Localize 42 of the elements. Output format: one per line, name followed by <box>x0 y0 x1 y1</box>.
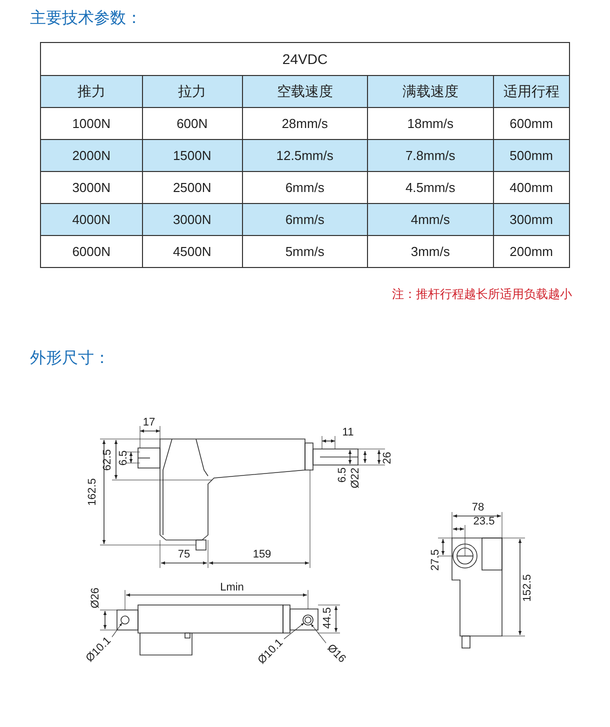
table-cell: 6mm/s <box>242 204 368 236</box>
dimension-label: 27.5 <box>430 549 442 571</box>
table-cell: 4000N <box>40 204 142 236</box>
table-header-cell: 拉力 <box>142 76 242 108</box>
dimension-label: 26 <box>382 452 394 464</box>
table-header-cell: 24VDC <box>40 42 570 76</box>
table-cell: 7.8mm/s <box>368 140 494 172</box>
table-header-cell: 满载速度 <box>368 76 494 108</box>
table-cell: 2000N <box>40 140 142 172</box>
table-cell: 3000N <box>142 204 242 236</box>
dimension-label: 17 <box>142 418 156 428</box>
table-cell: 4500N <box>142 236 242 268</box>
table-cell: 3mm/s <box>368 236 494 268</box>
table-header-cell: 空载速度 <box>242 76 368 108</box>
table-cell: 12.5mm/s <box>242 140 368 172</box>
table-header-cell: 适用行程 <box>493 76 570 108</box>
table-cell: 6000N <box>40 236 142 268</box>
table-cell: 4mm/s <box>368 204 494 236</box>
dimension-label: 44.5 <box>322 607 334 629</box>
dimension-label: Ø26 <box>90 588 102 608</box>
dimension-label: 152.5 <box>522 574 534 602</box>
dimension-label: 62.5 <box>102 449 114 471</box>
section-heading: 外形尺寸： <box>30 348 110 369</box>
dimension-label: 6.5 <box>118 450 130 466</box>
dimension-label: 162.5 <box>88 478 98 506</box>
dimension-label: 11 <box>342 428 354 438</box>
table-cell: 500mm <box>493 140 570 172</box>
dimension-label: Ø22 <box>350 468 362 488</box>
dimension-label: 6.5 <box>338 467 348 483</box>
table-cell: 1500N <box>142 140 242 172</box>
dimension-label: Lmin <box>220 582 244 594</box>
dimension-label: 23.5 <box>473 516 495 528</box>
section-heading: 主要技术参数： <box>30 8 142 29</box>
dimension-label: 75 <box>178 550 190 560</box>
dimension-label: 159 <box>252 550 272 560</box>
dimension-label: Ø16 <box>324 642 348 666</box>
note: 注：推杆行程越长所适用负载越小 <box>392 286 572 303</box>
table-cell: 300mm <box>493 204 570 236</box>
table-cell: 5mm/s <box>242 236 368 268</box>
table-header-cell: 推力 <box>40 76 142 108</box>
dimension-label: 78 <box>472 502 484 514</box>
table-cell: 200mm <box>493 236 570 268</box>
